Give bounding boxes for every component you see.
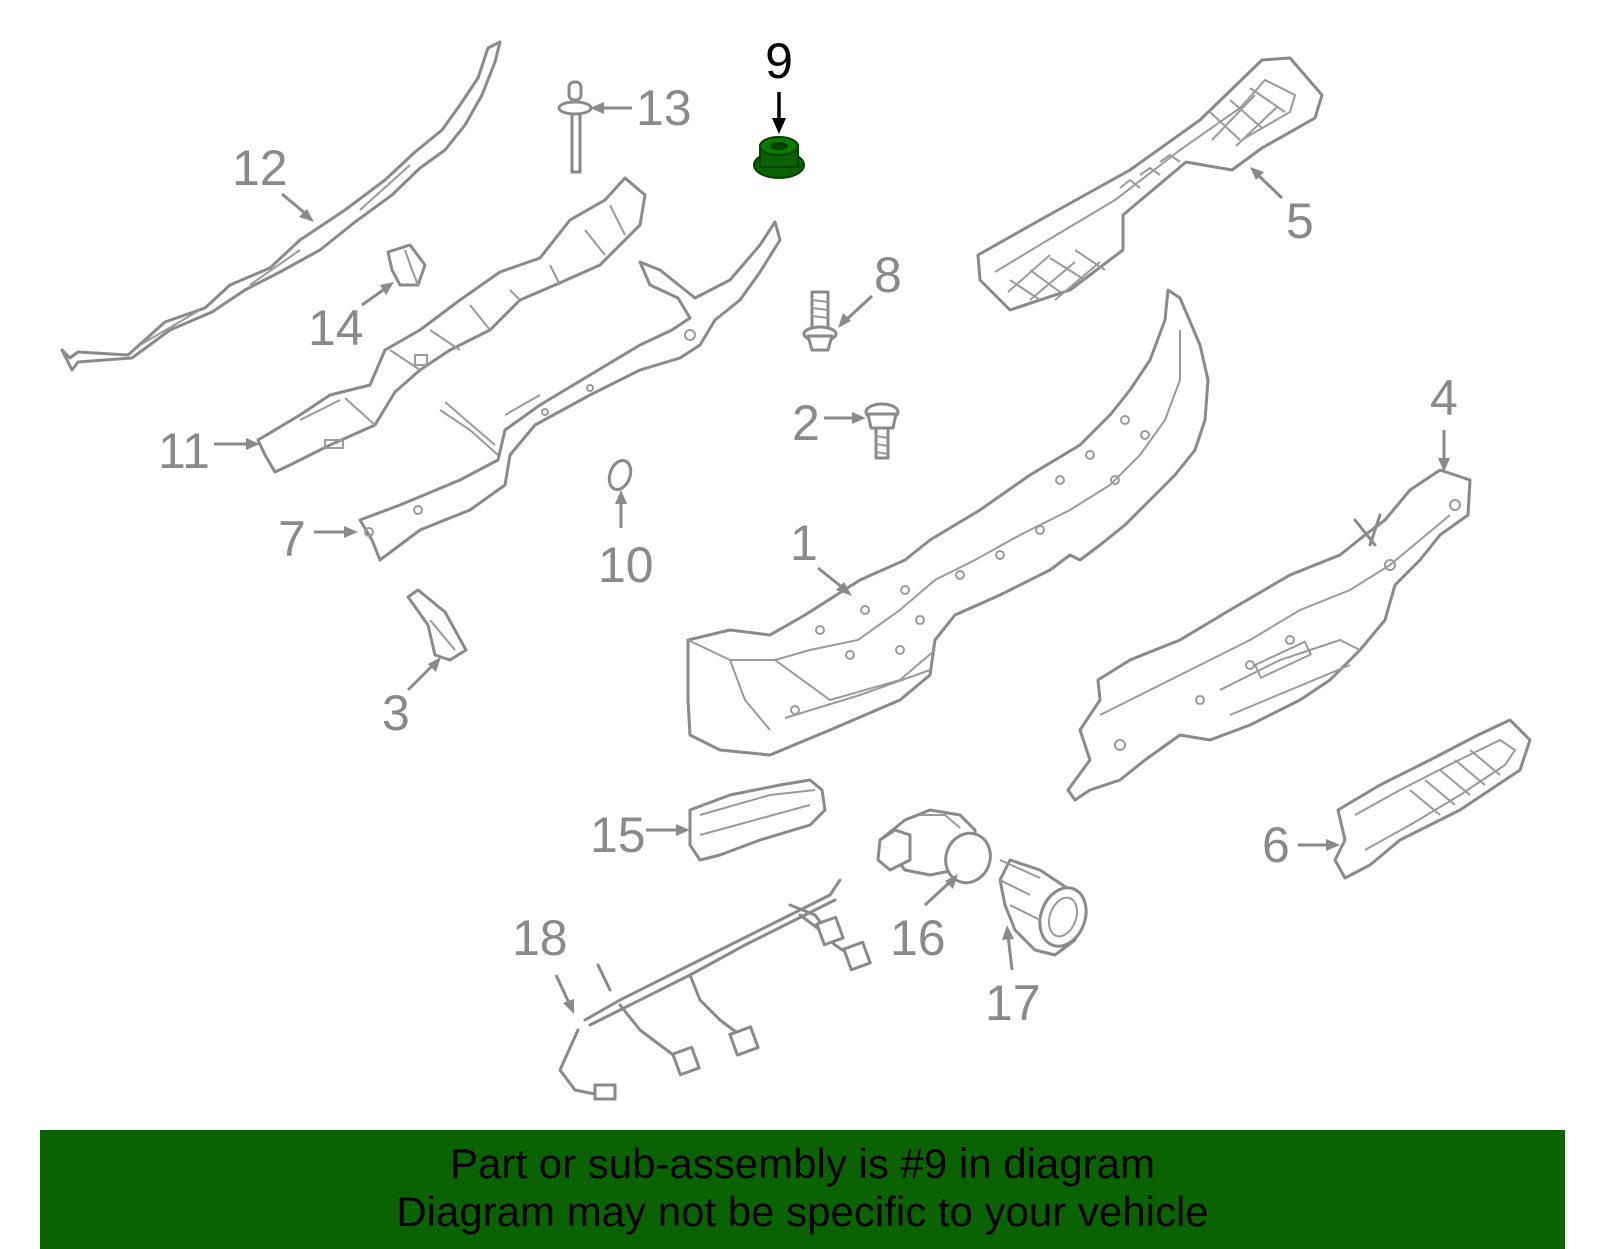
- svg-text:14: 14: [308, 300, 364, 356]
- callout-12: 12: [232, 140, 314, 222]
- svg-text:8: 8: [874, 247, 902, 303]
- part-8-bolt[interactable]: [802, 290, 838, 352]
- svg-text:3: 3: [382, 685, 410, 741]
- callout-2: 2: [792, 395, 866, 451]
- notice-banner: Part or sub-assembly is #9 in diagram Di…: [40, 1130, 1565, 1249]
- part-9-flange-nut[interactable]: [753, 136, 805, 179]
- callout-7: 7: [278, 511, 358, 567]
- callout-9-highlighted: 9: [765, 33, 793, 134]
- callout-18: 18: [512, 910, 574, 1014]
- callout-10: 10: [598, 490, 654, 593]
- part-18-wiring-harness[interactable]: [558, 878, 872, 1101]
- part-2-screw[interactable]: [864, 402, 900, 460]
- callout-5: 5: [1250, 167, 1314, 249]
- part-4-bumper-bracket[interactable]: [1066, 468, 1472, 802]
- part-6-step-pad[interactable]: [1333, 718, 1532, 880]
- part-10-grommet[interactable]: [605, 457, 634, 492]
- part-14-clip[interactable]: [386, 243, 427, 287]
- part-15-lamp[interactable]: [688, 778, 827, 862]
- callout-4: 4: [1430, 370, 1458, 472]
- part-7-mounting-bracket[interactable]: [358, 220, 782, 562]
- part-11-energy-absorber[interactable]: [256, 176, 647, 474]
- callout-15: 15: [590, 807, 690, 863]
- part-3-bracket[interactable]: [406, 588, 468, 662]
- svg-text:10: 10: [598, 537, 654, 593]
- svg-text:11: 11: [158, 423, 210, 479]
- svg-text:6: 6: [1262, 817, 1290, 873]
- callout-1: 1: [790, 515, 852, 596]
- part-12-trim-strip[interactable]: [60, 40, 502, 372]
- svg-text:17: 17: [985, 975, 1041, 1031]
- svg-text:15: 15: [590, 807, 646, 863]
- callout-8: 8: [838, 247, 902, 328]
- callout-13: 13: [590, 80, 692, 136]
- svg-text:4: 4: [1430, 370, 1458, 426]
- callout-14: 14: [308, 282, 394, 356]
- svg-text:1: 1: [790, 515, 818, 571]
- banner-line-disclaimer: Diagram may not be specific to your vehi…: [396, 1188, 1209, 1235]
- callout-17: 17: [985, 925, 1041, 1031]
- svg-text:18: 18: [512, 910, 568, 966]
- svg-text:2: 2: [792, 395, 820, 451]
- banner-line-part-number: Part or sub-assembly is #9 in diagram: [450, 1140, 1155, 1187]
- callout-16: 16: [890, 874, 958, 966]
- part-1-bumper[interactable]: [686, 288, 1210, 757]
- svg-text:9: 9: [765, 33, 793, 89]
- callout-6: 6: [1262, 817, 1340, 873]
- svg-text:16: 16: [890, 910, 946, 966]
- svg-text:5: 5: [1286, 193, 1314, 249]
- svg-text:13: 13: [636, 80, 692, 136]
- svg-text:7: 7: [278, 511, 306, 567]
- callout-3: 3: [382, 657, 441, 741]
- callout-11: 11: [158, 423, 260, 479]
- part-13-push-pin[interactable]: [557, 80, 593, 174]
- part-16-parking-sensor[interactable]: [876, 808, 997, 889]
- svg-text:12: 12: [232, 140, 288, 196]
- part-17-sensor-bracket[interactable]: [998, 858, 1094, 957]
- part-5-step-pad[interactable]: [976, 56, 1324, 312]
